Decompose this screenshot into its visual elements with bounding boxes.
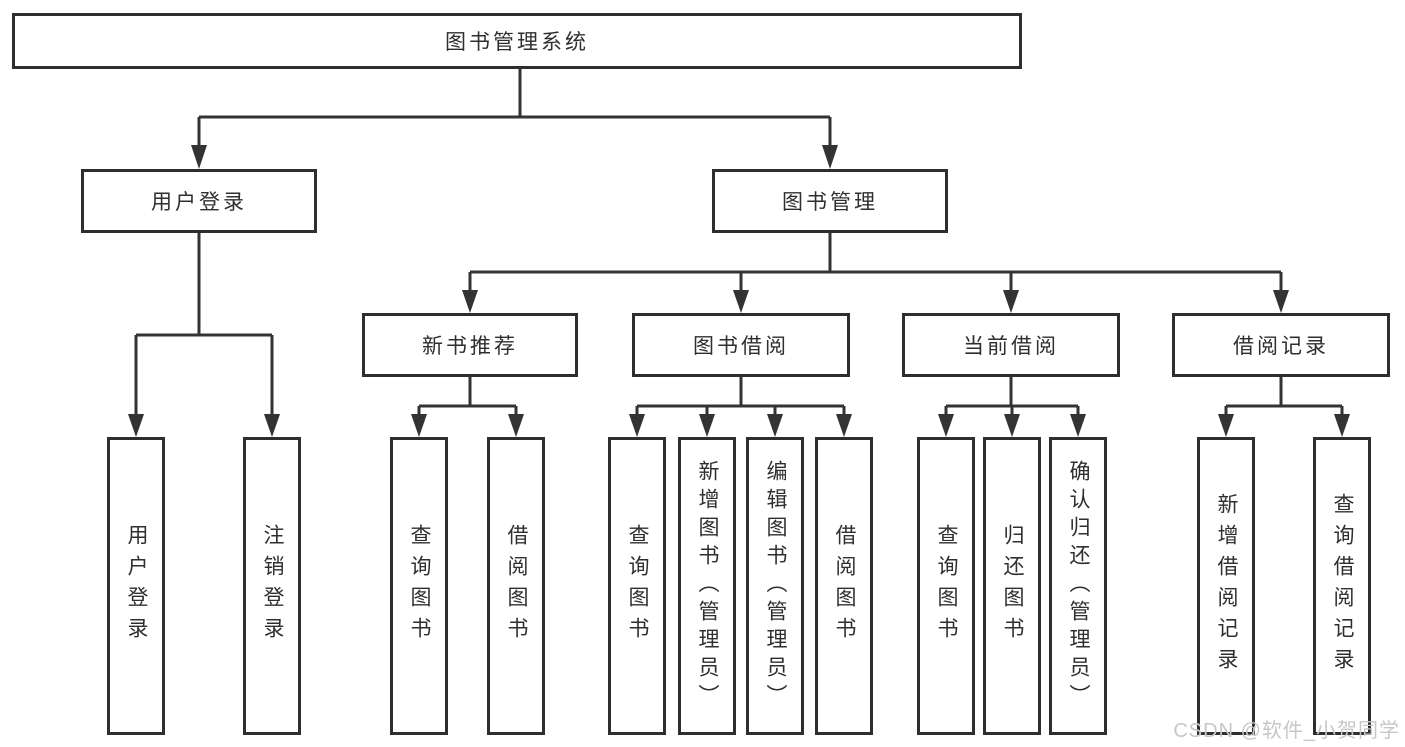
node-new-book-recommend: 新书推荐 xyxy=(362,313,578,377)
leaf-add-borrow-record: 新增借阅记录 xyxy=(1197,437,1255,735)
node-book-borrow: 图书借阅 xyxy=(632,313,850,377)
leaf-logout: 注销登录 xyxy=(243,437,301,735)
arrowhead-icons xyxy=(128,145,1350,437)
node-user-login: 用户登录 xyxy=(81,169,317,233)
leaf-confirm-return-admin: 确认归还（管理员） xyxy=(1049,437,1107,735)
leaf-return-books: 归还图书 xyxy=(983,437,1041,735)
node-current-borrow: 当前借阅 xyxy=(902,313,1120,377)
leaf-query-books-recommend: 查询图书 xyxy=(390,437,448,735)
leaf-user-login: 用户登录 xyxy=(107,437,165,735)
node-borrow-records: 借阅记录 xyxy=(1172,313,1390,377)
leaf-edit-book-admin: 编辑图书（管理员） xyxy=(746,437,804,735)
connector-strokes xyxy=(134,68,1344,420)
leaf-query-books-borrow: 查询图书 xyxy=(608,437,666,735)
leaf-query-books-current: 查询图书 xyxy=(917,437,975,735)
leaf-borrow-books: 借阅图书 xyxy=(815,437,873,735)
csdn-watermark: CSDN @软件_小贺同学 xyxy=(1173,720,1400,742)
leaf-query-borrow-record: 查询借阅记录 xyxy=(1313,437,1371,735)
node-book-management: 图书管理 xyxy=(712,169,948,233)
leaf-add-book-admin: 新增图书（管理员） xyxy=(678,437,736,735)
node-root-system: 图书管理系统 xyxy=(12,13,1022,69)
leaf-borrow-books-recommend: 借阅图书 xyxy=(487,437,545,735)
